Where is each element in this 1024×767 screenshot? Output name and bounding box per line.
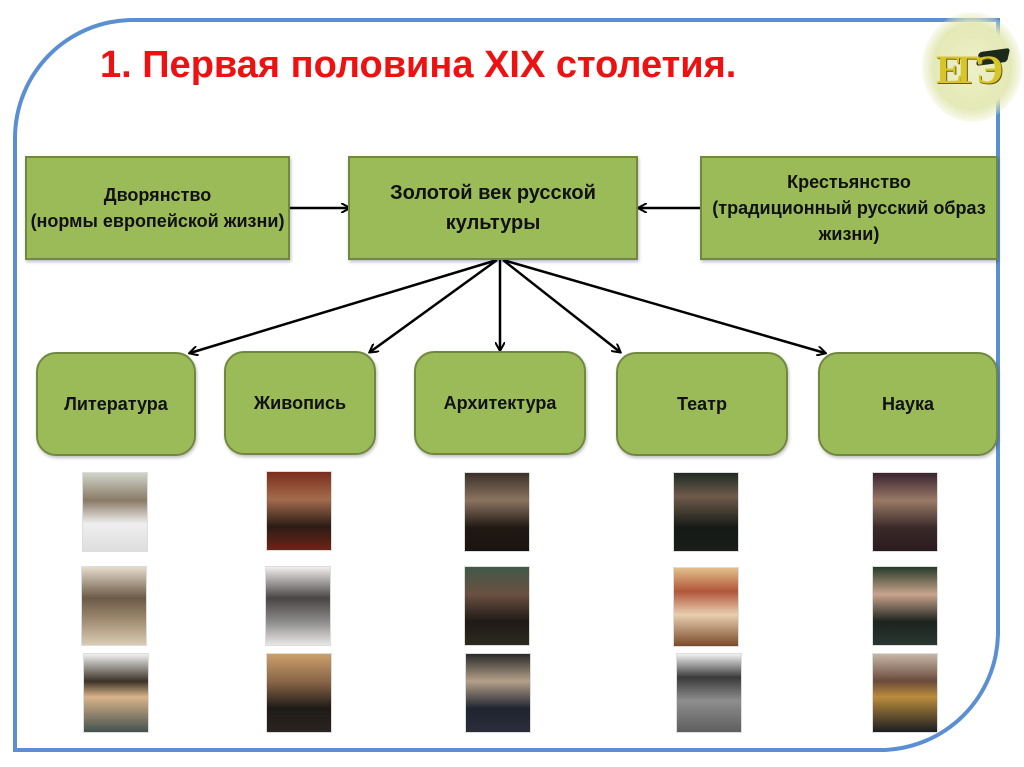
logo-text: ЕГЭ [936, 47, 1003, 92]
slide-frame-top-left [13, 18, 997, 750]
slide-frame-bottom-right [13, 18, 1000, 752]
portrait-painting-3 [266, 653, 332, 733]
branch-painting: Живопись [224, 351, 376, 455]
golden-age-label: Золотой век русской культуры [390, 182, 596, 234]
nobility-box: Дворянство (нормы европейской жизни) [25, 156, 290, 260]
branch-architecture: Архитектура [414, 351, 586, 455]
branch-label: Наука [881, 393, 935, 414]
portrait-architecture-3 [465, 653, 531, 733]
portrait-literature-3 [83, 653, 149, 733]
ege-logo-icon: ЕГЭ [922, 12, 1022, 122]
golden-age-box: Золотой век русской культуры [348, 156, 638, 260]
branch-literature: Литература [36, 352, 196, 456]
portrait-theatre-1 [673, 472, 739, 552]
branch-science: Наука [818, 352, 998, 456]
peasantry-box: Крестьянство (традиционный русский образ… [700, 156, 998, 260]
branch-label: Живопись [253, 392, 347, 413]
portrait-literature-1 [82, 472, 148, 552]
portrait-literature-2 [81, 566, 147, 646]
portrait-architecture-2 [464, 566, 530, 646]
portrait-painting-1 [266, 471, 332, 551]
slide-title: 1. Первая половина XIX столетия. [100, 44, 737, 86]
nobility-subtitle: (нормы европейской жизни) [30, 211, 285, 231]
portrait-science-1 [872, 472, 938, 552]
portrait-science-2 [872, 566, 938, 646]
portrait-theatre-3 [676, 653, 742, 733]
portrait-architecture-1 [464, 472, 530, 552]
branch-label: Театр [677, 393, 727, 414]
branch-theatre: Театр [616, 352, 788, 456]
nobility-title: Дворянство [103, 185, 212, 205]
branch-label: Литература [64, 393, 168, 414]
portrait-theatre-2 [673, 567, 739, 647]
peasantry-title: Крестьянство [787, 172, 911, 192]
portrait-science-3 [872, 653, 938, 733]
branch-label: Архитектура [443, 392, 557, 413]
peasantry-subtitle: (традиционный русский образ жизни) [712, 198, 986, 244]
portrait-painting-2 [265, 566, 331, 646]
